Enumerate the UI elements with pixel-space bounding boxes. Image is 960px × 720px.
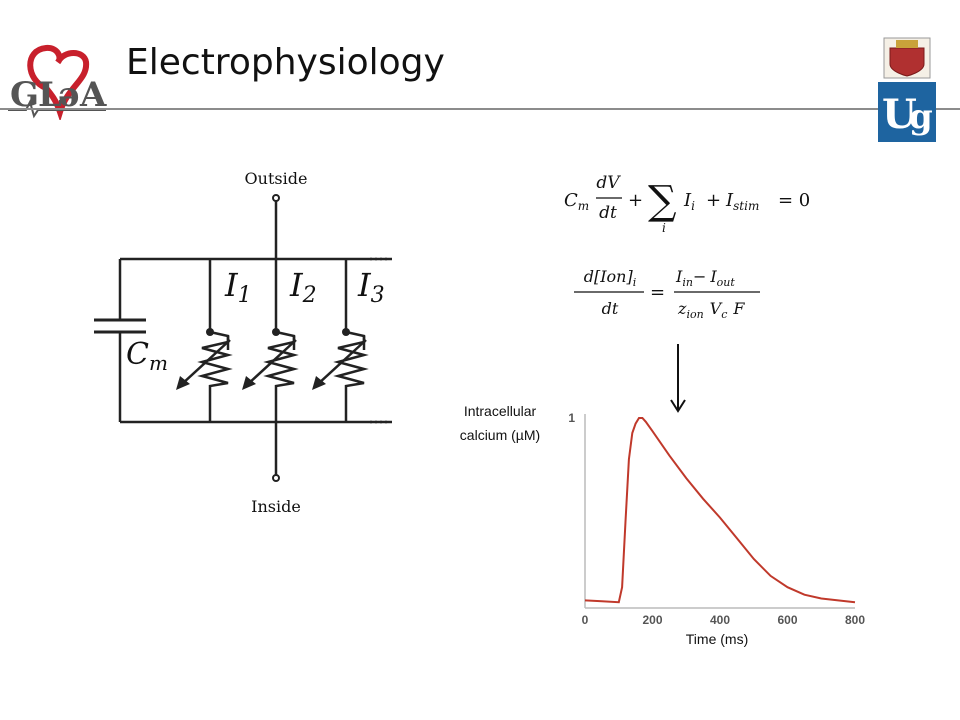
current-label-2: I2 [289,266,317,308]
fraction-numerator: dV [596,173,621,193]
current-label-1: I1 [224,266,252,308]
ugent-logo: U g [878,37,936,142]
svg-text:Cm: Cm [564,190,589,213]
title-divider [0,108,960,110]
x-tick-label: 400 [710,613,730,627]
svg-text:+: + [706,190,721,211]
y-axis-label: Intracellular [464,403,537,419]
current-label-3: I3 [357,266,385,308]
fraction-denominator: dt [599,203,617,223]
membrane-equation: Cm dV dt + ∑ i Ii + Istim = 0 [564,173,810,235]
svg-text:g: g [909,97,933,137]
current-branch-1: I1 [176,259,252,422]
x-tick-label: 800 [845,613,865,627]
svg-text:d[Ion]i: d[Ion]i [584,267,637,289]
svg-text:=: = [650,282,665,303]
svg-text:= 0: = 0 [778,190,810,211]
y-axis-label: calcium (µM) [460,427,540,443]
membrane-circuit: Outside Inside Cm I1 I2 [94,169,392,516]
y-tick-label: 1 [568,411,575,425]
svg-text:ə: ə [58,75,80,115]
capacitance-label: Cm [126,337,168,375]
inside-label: Inside [251,497,301,516]
outside-terminal [272,194,280,202]
svg-text:Istim: Istim [725,190,759,213]
slide-title: Electrophysiology [126,42,445,83]
down-arrow-icon [670,344,686,413]
inside-terminal [272,474,280,482]
summation-sign: ∑ [648,178,677,224]
svg-text:i: i [662,221,666,235]
current-branch-3: I3 [312,259,385,422]
calcium-chart: Intracellular calcium (µM) 0 200 400 600 800… [460,403,866,647]
outside-label: Outside [245,169,308,188]
svg-text:U: U [882,91,917,138]
x-axis-label: Time (ms) [686,631,748,647]
x-tick-label: 200 [642,613,662,627]
x-tick-label: 0 [582,613,589,627]
svg-text:Iin−Iout: Iin−Iout [675,267,735,289]
current-branch-2: I2 [242,259,317,422]
calcium-series-line [584,417,856,604]
svg-text:dt: dt [602,299,619,318]
svg-text:Ii: Ii [683,190,695,213]
x-tick-label: 600 [777,613,797,627]
csoa-logo: G L ə A [8,44,107,120]
svg-text:+: + [628,190,643,211]
